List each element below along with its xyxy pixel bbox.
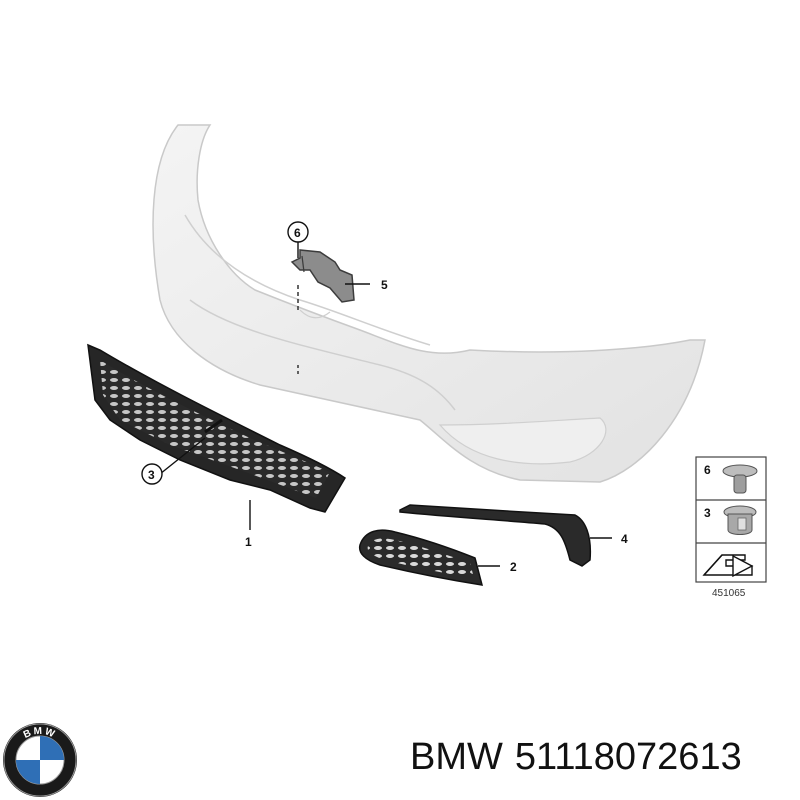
fastener-legend: 6 3 451065 bbox=[695, 456, 767, 599]
part-caption: BMW 51118072613 bbox=[410, 736, 742, 779]
mounting-bracket bbox=[290, 249, 355, 375]
side-trim-strip bbox=[399, 504, 592, 567]
svg-text:6: 6 bbox=[294, 226, 301, 240]
svg-text:6: 6 bbox=[704, 463, 711, 477]
callout-4: 4 bbox=[621, 532, 628, 546]
svg-text:4: 4 bbox=[621, 532, 628, 546]
callout-3-circle: 3 bbox=[141, 463, 163, 485]
svg-text:3: 3 bbox=[148, 468, 155, 482]
push-rivet-icon bbox=[722, 464, 758, 494]
diagram-ref-number: 451065 bbox=[712, 588, 746, 599]
svg-text:1: 1 bbox=[245, 535, 252, 549]
lower-center-grille bbox=[87, 343, 347, 513]
callout-1: 1 bbox=[245, 535, 252, 549]
clip-nut-icon bbox=[723, 505, 757, 535]
part-number: 51118072613 bbox=[514, 736, 742, 778]
side-grille bbox=[358, 529, 484, 586]
callout-6-circle: 6 bbox=[287, 221, 309, 243]
front-bumper bbox=[152, 124, 706, 483]
arrow-icon bbox=[702, 554, 754, 578]
brand-name: BMW bbox=[410, 736, 503, 778]
leader-lines bbox=[159, 240, 612, 567]
svg-text:BMW: BMW bbox=[22, 726, 58, 741]
bmw-logo: BMW bbox=[3, 723, 77, 797]
svg-text:5: 5 bbox=[381, 278, 388, 292]
svg-text:2: 2 bbox=[510, 560, 517, 574]
callout-2: 2 bbox=[510, 560, 517, 574]
svg-text:3: 3 bbox=[704, 506, 711, 520]
callout-5: 5 bbox=[381, 278, 388, 292]
